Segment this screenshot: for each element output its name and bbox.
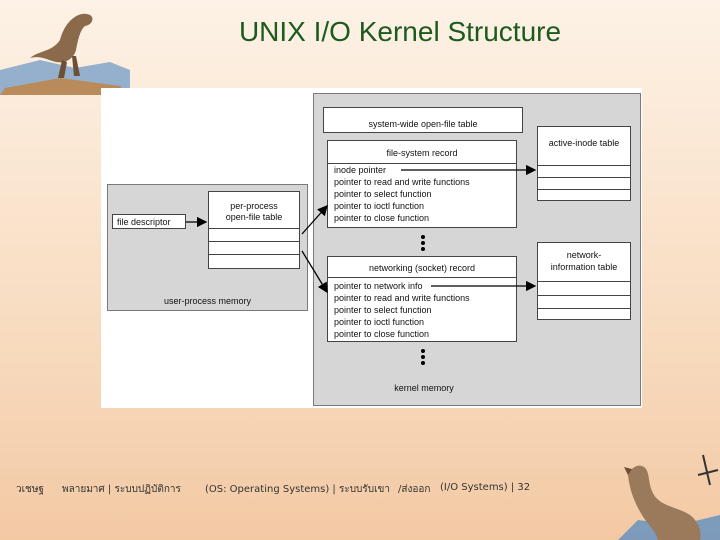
fs-record-line: pointer to select function — [334, 189, 432, 199]
per-process-label-line2: open-file table — [225, 212, 283, 222]
fs-record-line: pointer to close function — [334, 213, 430, 223]
fs-record-line: inode pointer — [334, 165, 387, 175]
user-process-memory-label: user-process memory — [163, 296, 252, 306]
fs-record-line: pointer to read and write functions — [334, 177, 470, 187]
slide-title: UNIX I/O Kernel Structure — [238, 16, 562, 47]
net-record-line: pointer to select function — [334, 305, 432, 315]
footer-chapter-en: (I/O Systems) | 32 — [440, 482, 531, 493]
file-descriptor-label: file descriptor — [117, 217, 171, 227]
ellipsis-dots — [421, 235, 425, 253]
network-info-label-line1: network- — [566, 250, 602, 260]
footer-course: พลายมาศ | ระบบปฏิบัติการ — [62, 484, 181, 495]
net-record-line: pointer to network info — [334, 281, 423, 291]
network-information-table: network- information table — [537, 242, 631, 320]
active-inode-table: active-inode table — [537, 126, 631, 201]
footer-course-en: (OS: Operating Systems) | ระบบรับเขา — [205, 484, 390, 495]
file-system-record: file-system record inode pointer pointer… — [327, 140, 517, 228]
file-system-record-header: file-system record — [386, 148, 458, 158]
per-process-open-file-table: per-process open-file table — [208, 191, 300, 269]
footer-chapter: /ส่งออก — [398, 484, 431, 495]
dinosaur-illustration-bottom-right — [618, 454, 720, 540]
net-record-line: pointer to read and write functions — [334, 293, 470, 303]
per-process-label-line1: per-process — [230, 201, 278, 211]
active-inode-table-label: active-inode table — [548, 138, 620, 148]
ellipsis-dots — [421, 349, 425, 367]
fs-record-line: pointer to ioctl function — [334, 201, 425, 211]
system-wide-open-file-table: system-wide open-file table — [323, 107, 523, 133]
footer-author: วเชษฐ — [16, 484, 44, 495]
connection-arrows — [186, 164, 537, 294]
net-record-line: pointer to ioctl function — [334, 317, 425, 327]
networking-socket-record: networking (socket) record pointer to ne… — [327, 256, 517, 342]
networking-record-header: networking (socket) record — [368, 263, 476, 273]
network-info-label-line2: information table — [550, 262, 618, 272]
kernel-structure-diagram: user-process memory file descriptor per-… — [101, 88, 642, 408]
net-record-line: pointer to close function — [334, 329, 430, 339]
file-descriptor-box: file descriptor — [112, 214, 186, 229]
dinosaur-illustration-top-left — [0, 13, 130, 95]
kernel-memory-label: kernel memory — [394, 383, 454, 393]
system-wide-table-label: system-wide open-file table — [368, 119, 478, 129]
